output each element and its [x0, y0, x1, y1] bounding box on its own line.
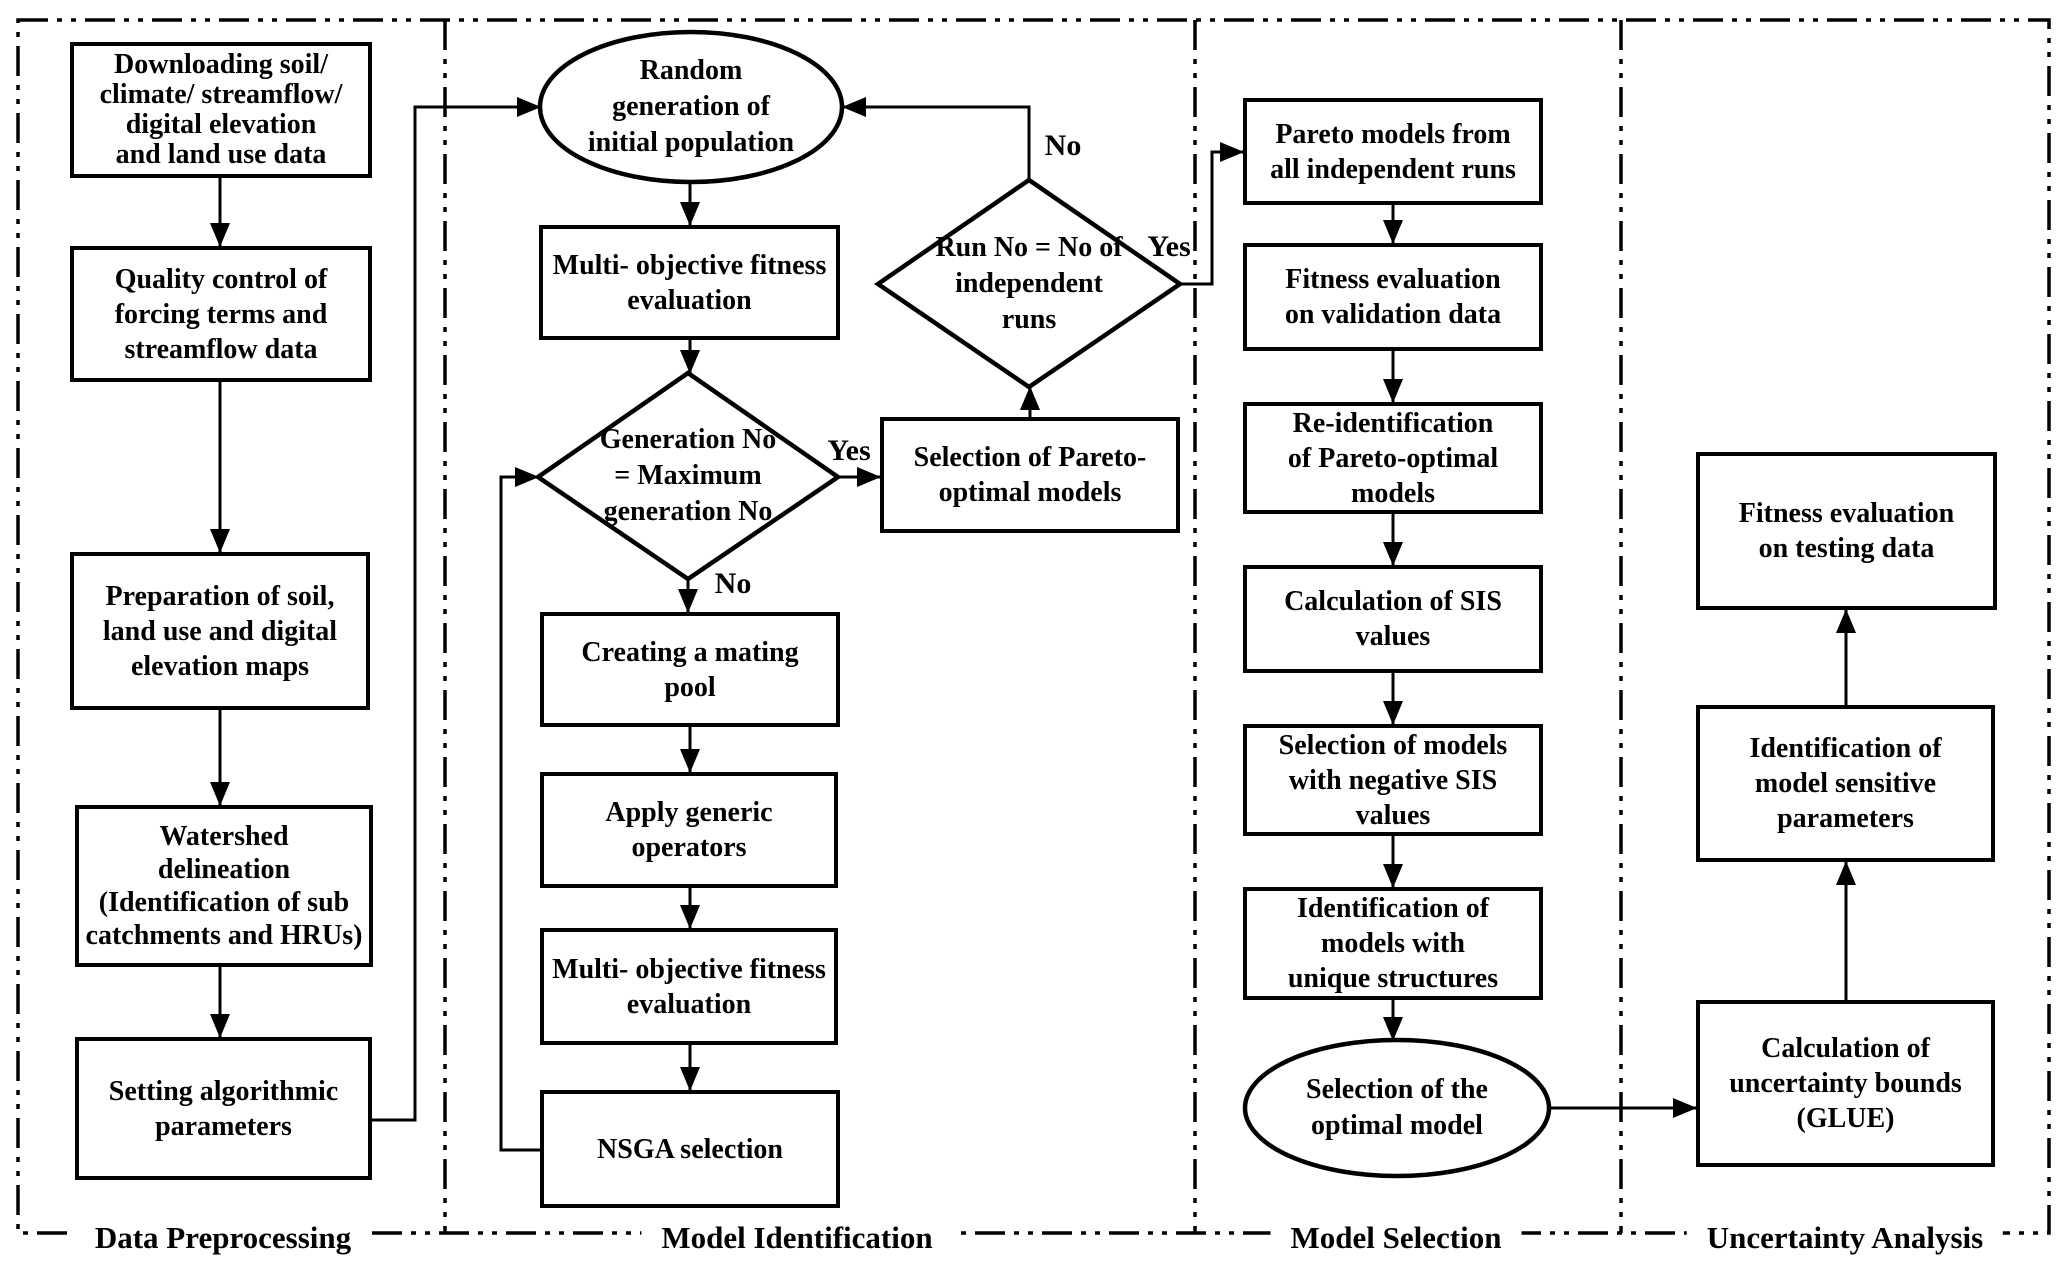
run-check-diamond-shape — [874, 177, 1184, 390]
label-run-yes: Yes — [1147, 230, 1191, 263]
node-apply-generic-operators: Apply generic operators — [540, 772, 838, 888]
node-sis-calculation: Calculation of SIS values — [1243, 565, 1543, 673]
arrow-runcheck-no-randomgen — [842, 97, 1031, 180]
outer-border — [16, 18, 2051, 1235]
randomgen-ellipse-shape — [537, 29, 845, 185]
node-fitness-validation: Fitness evaluation on validation data — [1243, 243, 1543, 351]
node-sensitive-parameters: Identification of model sensitive parame… — [1696, 705, 1995, 862]
section-label-data-preprocessing: Data Preprocessing — [74, 1217, 372, 1259]
node-glue-bounds: Calculation of uncertainty bounds (GLUE) — [1696, 1000, 1995, 1167]
node-pareto-selection: Selection of Pareto- optimal models — [880, 417, 1180, 533]
section-label-model-selection: Model Selection — [1270, 1217, 1522, 1259]
arrow-params-randomgen — [372, 97, 541, 1122]
section-label-uncertainty-analysis: Uncertainty Analysis — [1686, 1217, 2004, 1259]
node-watershed-delineation: Watershed delineation (Identification of… — [75, 805, 373, 967]
node-quality-control: Quality control of forcing terms and str… — [70, 246, 372, 382]
node-unique-structures: Identification of models with unique str… — [1243, 887, 1543, 1000]
node-nsga-selection: NSGA selection — [540, 1090, 840, 1208]
node-fitness-testing: Fitness evaluation on testing data — [1696, 452, 1997, 610]
node-fitness-evaluation-1: Multi- objective fitness evaluation — [539, 225, 840, 340]
label-generation-no: No — [714, 567, 752, 600]
node-sis-negative: Selection of models with negative SIS va… — [1243, 724, 1543, 836]
arrow-runcheck-yes-paretomodels — [1180, 142, 1244, 286]
node-downloading-data: Downloading soil/ climate/ streamflow/ d… — [70, 42, 372, 178]
node-pareto-models: Pareto models from all independent runs — [1243, 98, 1543, 205]
node-reidentification: Re-identification of Pareto-optimal mode… — [1243, 402, 1543, 514]
label-run-no: No — [1044, 129, 1082, 162]
arrow-nsga-feedback-generationcheck — [499, 467, 540, 1152]
node-preparation-maps: Preparation of soil, land use and digita… — [70, 552, 370, 710]
section-label-model-identification: Model Identification — [641, 1217, 953, 1259]
label-generation-yes: Yes — [827, 434, 871, 467]
node-setting-parameters: Setting algorithmic parameters — [75, 1037, 372, 1180]
optimal-model-ellipse-shape — [1242, 1037, 1552, 1179]
generation-check-diamond-shape — [534, 370, 842, 582]
node-creating-mating-pool: Creating a mating pool — [540, 612, 840, 727]
node-fitness-evaluation-2: Multi- objective fitness evaluation — [540, 928, 838, 1045]
